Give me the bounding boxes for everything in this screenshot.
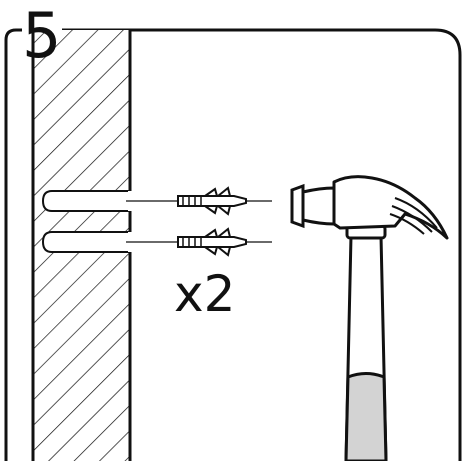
quantity-label: x2	[174, 265, 235, 323]
wall-plug-anchor-icon	[177, 186, 247, 216]
wall-plug-anchor-icon	[177, 227, 247, 257]
drilled-hole-top	[41, 190, 132, 212]
hammer-grip	[344, 372, 388, 461]
step-number: 5	[22, 0, 61, 72]
drilled-hole-bottom	[41, 231, 132, 253]
step-frame	[4, 28, 462, 461]
hammer-icon	[290, 175, 449, 461]
